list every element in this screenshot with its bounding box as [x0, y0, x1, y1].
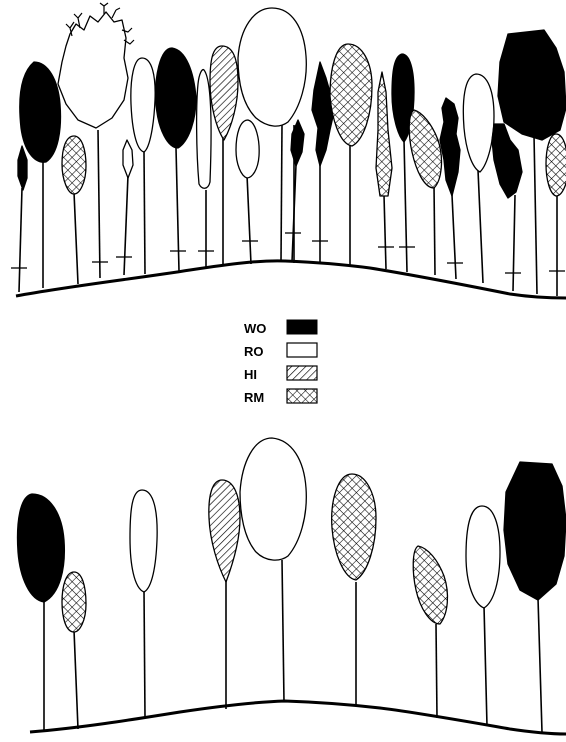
top-stand-panel — [11, 3, 566, 298]
wo-crown-top-7 — [440, 98, 460, 196]
ro-crown-top-5 — [236, 120, 259, 178]
rm-crown-top-3 — [376, 72, 392, 196]
legend-item-wo: WO — [244, 320, 317, 336]
ro-crown-bottom-3 — [466, 506, 500, 608]
legend-item-rm: RM — [244, 389, 317, 405]
ro-crown-bottom-2 — [240, 438, 306, 560]
bottom-stand-panel — [18, 438, 566, 734]
bottom-trunks — [44, 560, 542, 732]
rm-crown-top-4 — [409, 110, 441, 188]
ro-crown-top-1 — [58, 12, 128, 128]
legend-label-wo: WO — [244, 321, 266, 336]
rm-crown-bottom-2 — [332, 474, 376, 580]
wo-crown-top-8 — [492, 124, 522, 198]
ro-crown-top-2 — [131, 58, 155, 152]
ro-crown-top-6 — [238, 8, 306, 126]
legend-swatch-rm — [287, 389, 317, 403]
rm-crown-bottom-3 — [413, 546, 447, 624]
bottom-ground-line — [30, 701, 566, 734]
legend: WO RO HI RM — [244, 320, 317, 405]
legend-label-hi: HI — [244, 367, 257, 382]
legend-swatch-wo — [287, 320, 317, 334]
rm-crown-top-1 — [62, 136, 86, 194]
wo-crown-top-3 — [156, 48, 196, 148]
ro-crown-top-4 — [123, 140, 133, 178]
wo-crown-top-9 — [498, 30, 566, 140]
legend-swatch-hi — [287, 366, 317, 380]
ro-crown-bottom-1 — [130, 490, 157, 592]
wo-crown-top-2 — [18, 146, 27, 190]
rm-crown-top-2 — [330, 44, 372, 146]
hi-crown-bottom-1 — [209, 480, 240, 582]
wo-crown-bottom-2 — [504, 462, 566, 600]
wo-crown-top-1 — [20, 62, 61, 162]
legend-label-rm: RM — [244, 390, 264, 405]
legend-swatch-ro — [287, 343, 317, 357]
rm-crown-bottom-1 — [62, 572, 86, 632]
legend-label-ro: RO — [244, 344, 264, 359]
legend-item-hi: HI — [244, 366, 317, 382]
ro-crown-top-7 — [463, 74, 494, 172]
rm-crown-top-5 — [546, 134, 566, 196]
wo-crown-top-4 — [291, 120, 304, 166]
wo-crown-bottom-1 — [18, 494, 65, 602]
hi-crown-top-1 — [210, 46, 238, 140]
legend-item-ro: RO — [244, 343, 317, 359]
ro-crown-top-3 — [197, 70, 212, 189]
